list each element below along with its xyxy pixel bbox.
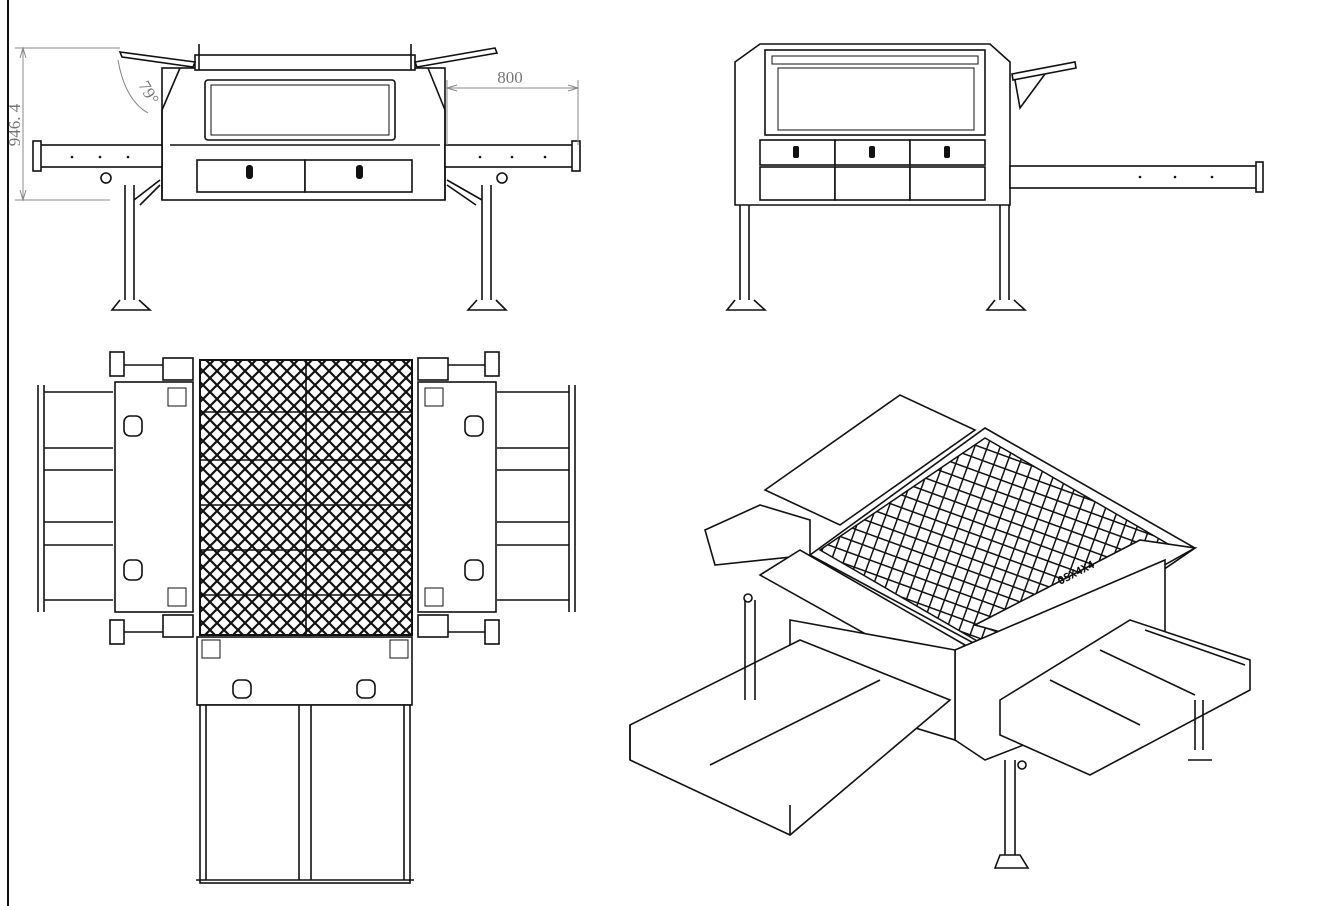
arm-right-top: [497, 385, 576, 612]
rear-view: [725, 43, 1264, 311]
side-lid: [1011, 61, 1077, 81]
arm-right: [1009, 165, 1261, 189]
pull-out-drawer-right: [999, 619, 1251, 776]
isometric-view: OSX4X4: [629, 394, 1251, 869]
pull-out-trays: [199, 704, 411, 884]
dimension-height: 946. 4: [5, 46, 120, 202]
front-view: [32, 44, 581, 311]
window: [204, 79, 396, 141]
rear-drawer: [196, 636, 413, 706]
arm-right: [444, 144, 576, 168]
dimension-lid-angle: 79°: [117, 59, 163, 114]
side-panel-right: [417, 381, 497, 613]
top-lid: [194, 54, 416, 71]
side-lid-left: [118, 51, 197, 68]
top-view: [37, 351, 576, 884]
arm-left-top: [37, 385, 113, 612]
svg-text:79°: 79°: [135, 78, 163, 108]
side-lid-right: [413, 47, 499, 68]
window: [764, 49, 986, 136]
svg-text:946. 4: 946. 4: [5, 103, 24, 146]
svg-text:800: 800: [497, 68, 523, 87]
dimension-arm-extension: 800: [445, 68, 580, 145]
side-lid-open: [763, 394, 977, 526]
